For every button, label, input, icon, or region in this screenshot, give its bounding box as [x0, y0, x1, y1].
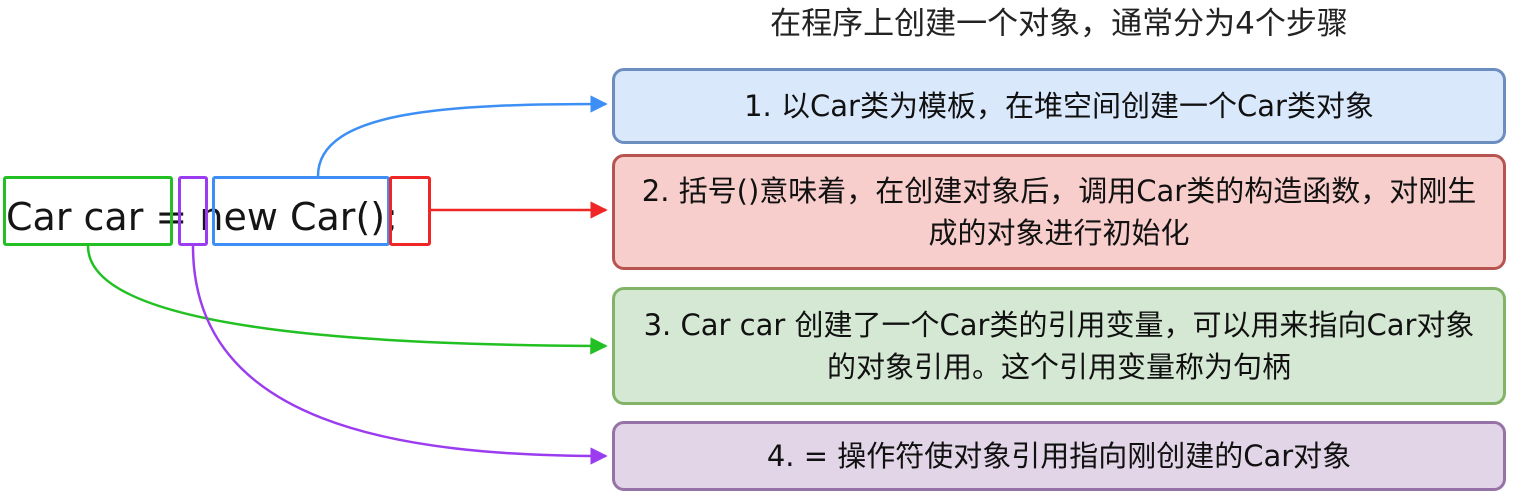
code-parens: ()	[355, 195, 386, 239]
code-declaration: Car car	[6, 195, 144, 239]
diagram-title: 在程序上创建一个对象，通常分为4个步骤	[770, 6, 1348, 42]
parens-highlight	[389, 176, 431, 246]
assign-highlight	[178, 176, 208, 246]
step-1-box: 1. 以Car类为模板，在堆空间创建一个Car类对象	[612, 68, 1506, 144]
declaration-highlight	[3, 176, 173, 246]
arrow-assign-to-step-4	[191, 245, 608, 465]
new-highlight	[212, 176, 390, 246]
step-4-box: 4. = 操作符使对象引用指向刚创建的Car对象	[612, 421, 1506, 491]
step-2-text: 2. 括号()意味着，在创建对象后，调用Car类的构造函数，对刚生成的对象进行初…	[641, 174, 1477, 250]
step-3-text: 3. Car car 创建了一个Car类的引用变量，可以用来指向Car对象的对象…	[643, 308, 1475, 384]
step-4-text: 4. = 操作符使对象引用指向刚创建的Car对象	[766, 439, 1352, 473]
step-1-text: 1. 以Car类为模板，在堆空间创建一个Car类对象	[744, 89, 1374, 123]
step-2-box: 2. 括号()意味着，在创建对象后，调用Car类的构造函数，对刚生成的对象进行初…	[612, 154, 1506, 270]
arrow-new-to-step-1	[316, 95, 608, 177]
step-3-box: 3. Car car 创建了一个Car类的引用变量，可以用来指向Car对象的对象…	[612, 287, 1506, 405]
arrow-declaration-to-step-3	[86, 245, 608, 355]
